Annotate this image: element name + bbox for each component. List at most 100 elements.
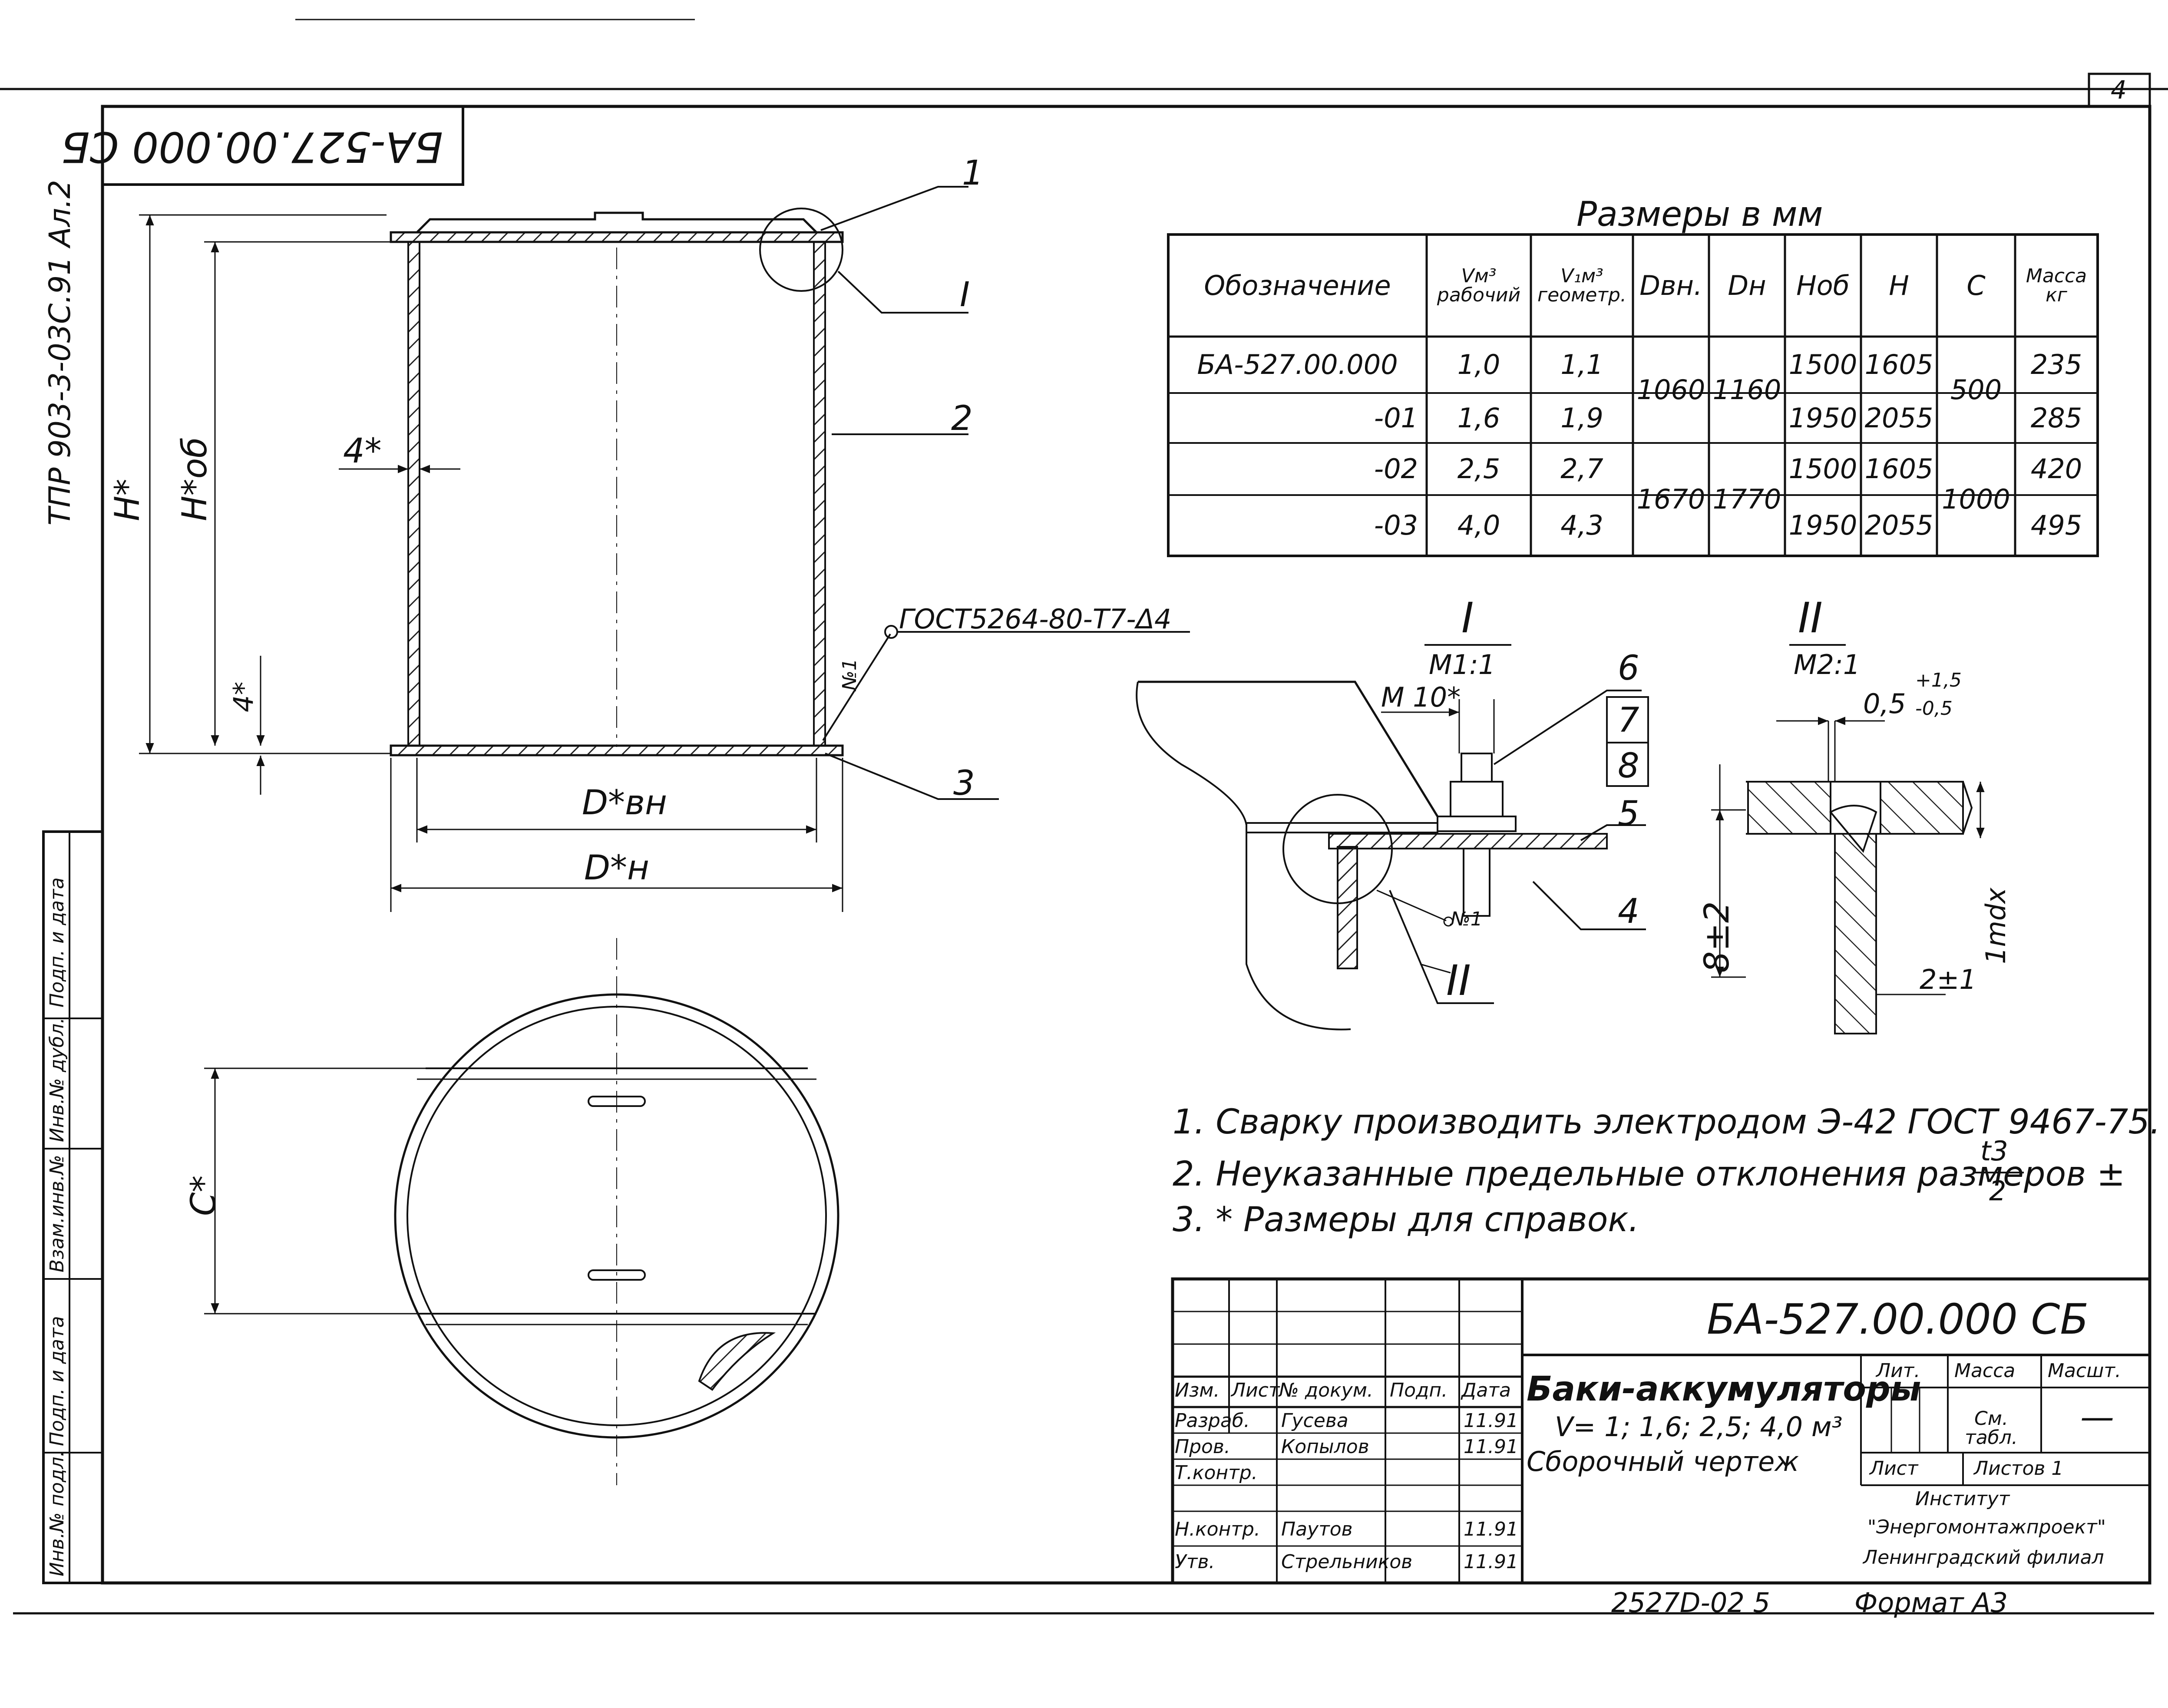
title-block-grid bbox=[1171, 1277, 2151, 1585]
table-cell: 1605 bbox=[1864, 453, 1933, 485]
note-2-den: 2 bbox=[1989, 1175, 2006, 1207]
side-col-3: Взам.инв.№ bbox=[46, 1155, 68, 1272]
table-cell: 1060 bbox=[1636, 373, 1705, 406]
tb-scale-val: — bbox=[2080, 1398, 2114, 1437]
weld-note: ГОСТ5264-80-Т7-Δ4 bbox=[899, 603, 1172, 635]
table-cell: 1950 bbox=[1788, 402, 1857, 434]
sheet-frame bbox=[0, 19, 2168, 1615]
tb-mass-head: Масса bbox=[1954, 1360, 2016, 1382]
tb-date: 11.91 bbox=[1464, 1551, 1518, 1573]
table-cell: 1000 bbox=[1942, 483, 2010, 515]
tb-head-list: Лист bbox=[1231, 1379, 1280, 1401]
tb-date: 11.91 bbox=[1464, 1518, 1518, 1540]
dimensions-table-grid bbox=[1167, 233, 2099, 557]
th-hob: Hоб bbox=[1796, 269, 1850, 301]
th-h: H bbox=[1889, 269, 1909, 301]
tb-role: Разраб. bbox=[1175, 1410, 1250, 1432]
detail-II-root: 2±1 bbox=[1920, 964, 1976, 995]
dim-bottom: 4* bbox=[228, 681, 259, 712]
note-3: 3. * Размеры для справок. bbox=[1173, 1200, 1639, 1239]
table-cell: 1160 bbox=[1712, 373, 1781, 406]
detail-II-gap-lower: -0,5 bbox=[1915, 697, 1953, 720]
table-cell: 4,3 bbox=[1560, 509, 1603, 541]
dim-Dvn: D*вн bbox=[582, 783, 668, 823]
dim-H: H* bbox=[108, 479, 147, 521]
tb-head-date: Дата bbox=[1461, 1379, 1511, 1401]
side-col-1: Подп. и дата bbox=[46, 877, 68, 1008]
tb-org-1: Институт bbox=[1915, 1488, 2010, 1510]
table-cell: 1,1 bbox=[1560, 349, 1603, 380]
tb-person: Стрельников bbox=[1281, 1551, 1413, 1573]
tb-role: Т.контр. bbox=[1175, 1462, 1258, 1484]
tb-date: 11.91 bbox=[1464, 1410, 1518, 1432]
tb-head-doc: № докум. bbox=[1279, 1379, 1373, 1401]
th-dn: Dн bbox=[1728, 269, 1766, 301]
dim-wall: 4* bbox=[343, 432, 382, 471]
tb-date: 11.91 bbox=[1464, 1436, 1518, 1458]
note-1: 1. Сварку производить электродом Э-42 ГО… bbox=[1173, 1103, 2161, 1142]
detail-I-scale: M1:1 bbox=[1429, 649, 1496, 681]
note-2: 2. Неуказанные предельные отклонения раз… bbox=[1173, 1155, 2125, 1194]
detail-II-leg: 1mdx bbox=[1980, 888, 2012, 964]
table-caption: Размеры в мм bbox=[1576, 195, 1823, 234]
tb-org-2: "Энергомонтажпроект" bbox=[1867, 1516, 2106, 1538]
table-cell: 235 bbox=[2030, 349, 2082, 380]
detail-I-weld-no: №1 bbox=[1451, 908, 1483, 930]
detail-II-scale: M2:1 bbox=[1794, 649, 1861, 681]
th-mass: Масса кг bbox=[2026, 264, 2087, 306]
table-cell: 2055 bbox=[1864, 402, 1933, 434]
side-col-5: Инв.№ подл. bbox=[46, 1450, 68, 1576]
th-designation: Обозначение bbox=[1204, 269, 1391, 301]
tb-designation: БА-527.00.000 СБ bbox=[1707, 1295, 2089, 1344]
side-col-4: Подп. и дата bbox=[46, 1316, 68, 1446]
detail-II-depth: 8±2 bbox=[1698, 901, 1737, 973]
detail-I-callout-5: 5 bbox=[1618, 794, 1639, 833]
table-cell: 4,0 bbox=[1457, 509, 1500, 541]
plan-view bbox=[204, 938, 839, 1485]
table-cell: 495 bbox=[2030, 509, 2082, 541]
tb-person: Копылов bbox=[1281, 1436, 1369, 1458]
detail-II-gap: 0,5 bbox=[1863, 688, 1906, 720]
tb-scale-head: Масшт. bbox=[2048, 1360, 2121, 1382]
callout-3: 3 bbox=[953, 764, 975, 803]
tank-section bbox=[139, 186, 1190, 912]
tb-sheets-label: Листов 1 bbox=[1974, 1457, 2064, 1480]
th-dvn: Dвн. bbox=[1639, 269, 1702, 301]
table-cell: -03 bbox=[1374, 509, 1418, 541]
table-cell: 1,0 bbox=[1457, 349, 1500, 380]
detail-I-callout-4: 4 bbox=[1618, 892, 1639, 931]
tb-org-3: Ленинградский филиал bbox=[1863, 1546, 2104, 1569]
tb-person: Гусева bbox=[1281, 1410, 1348, 1432]
tb-person: Паутов bbox=[1281, 1518, 1353, 1540]
bottom-code: 2527D-02 5 bbox=[1611, 1587, 1770, 1619]
table-cell: 1500 bbox=[1788, 453, 1857, 485]
tb-head-sign: Подп. bbox=[1390, 1379, 1448, 1401]
tb-head-izm: Изм. bbox=[1175, 1379, 1220, 1401]
format-label: Формат А3 bbox=[1854, 1587, 2008, 1619]
table-cell: 2,5 bbox=[1457, 453, 1500, 485]
callout-2: 2 bbox=[951, 399, 973, 438]
table-cell: 285 bbox=[2030, 402, 2082, 434]
th-v-geom: V₁м³ геометр. bbox=[1537, 264, 1626, 306]
table-cell: БА-527.00.000 bbox=[1197, 349, 1398, 380]
tb-role: Утв. bbox=[1175, 1551, 1215, 1573]
table-cell: 1,9 bbox=[1560, 402, 1603, 434]
detail-I-bolt: M 10* bbox=[1381, 681, 1461, 713]
detail-II-gap-upper: +1,5 bbox=[1915, 669, 1962, 691]
table-cell: 1770 bbox=[1712, 483, 1781, 515]
th-v-work: Vм³ рабочий bbox=[1437, 264, 1521, 306]
side-col-2: Инв.№ дубл. bbox=[46, 1017, 68, 1142]
tb-name-1: Баки-аккумуляторы bbox=[1527, 1370, 1921, 1409]
dim-C: C* bbox=[184, 1175, 223, 1216]
tb-lit-head: Лит. bbox=[1876, 1360, 1920, 1382]
table-cell: -01 bbox=[1374, 402, 1418, 434]
detail-I-callout-8: 8 bbox=[1618, 747, 1639, 786]
detail-mark-I: I bbox=[960, 275, 970, 314]
table-cell: 1950 bbox=[1788, 509, 1857, 541]
tb-name-2: V= 1; 1,6; 2,5; 4,0 м³ bbox=[1555, 1411, 1843, 1443]
detail-I-callout-6: 6 bbox=[1618, 649, 1639, 688]
dim-Dn: D*н bbox=[584, 849, 650, 888]
table-cell: -02 bbox=[1374, 453, 1418, 485]
